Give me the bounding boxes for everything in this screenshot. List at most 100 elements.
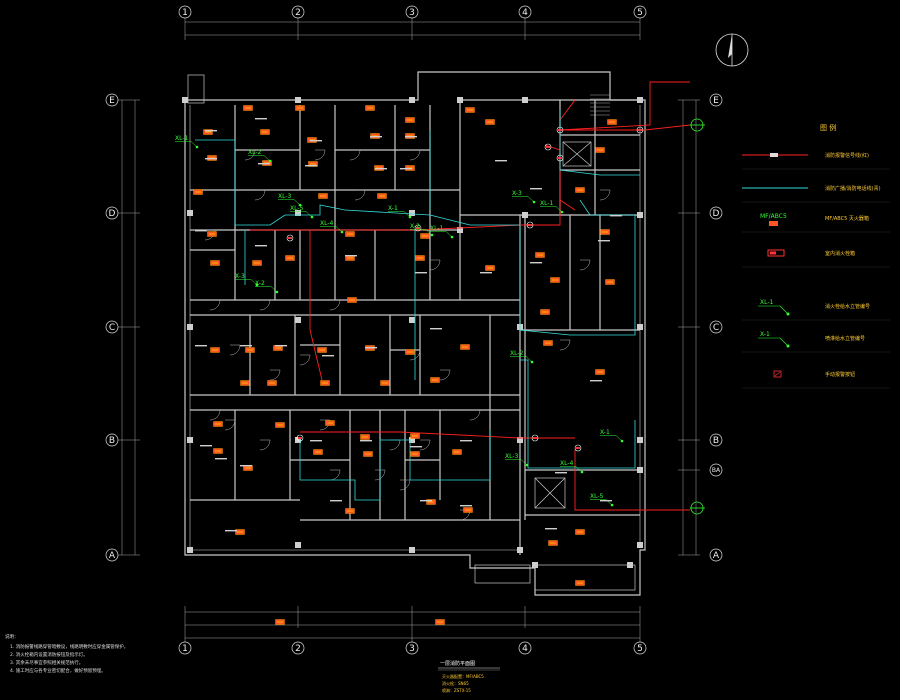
legend-symbol-text: X-1: [760, 331, 770, 338]
extinguisher-box-icon: [240, 380, 250, 386]
column-post: [637, 437, 643, 443]
grid-row-label: C: [713, 323, 719, 333]
extinguisher-box-icon: [365, 105, 375, 111]
grid-row-label: B: [713, 436, 719, 446]
legend-title: 图 例: [820, 123, 836, 132]
extinguisher-box-icon: [575, 529, 585, 535]
column-post: [409, 317, 415, 323]
grid-bubble-col-4: 4: [518, 5, 532, 19]
extinguisher-box-icon: [543, 340, 553, 346]
room-label-mark: [305, 165, 317, 167]
column-post: [295, 542, 301, 548]
room-label-mark: [310, 440, 322, 442]
grid-col-label: 5: [637, 8, 643, 18]
door-swing: [374, 469, 386, 481]
room-label-mark: [480, 272, 492, 274]
extinguisher-box-icon: [605, 279, 615, 285]
door-swing: [349, 149, 361, 161]
door-swing: [319, 419, 331, 431]
column-post: [522, 212, 528, 218]
svg-text:X-1: X-1: [600, 429, 610, 436]
extinguisher-box-icon: [452, 449, 462, 455]
external-riser-symbols: [690, 118, 705, 515]
room-label-mark: [415, 272, 427, 274]
grid-bubble-row-D: D: [709, 206, 723, 220]
room-label-mark: [225, 530, 237, 532]
door-swing: [299, 354, 311, 366]
door-swing: [254, 189, 266, 201]
extinguisher-box-icon: [260, 129, 270, 135]
column-post: [517, 547, 523, 553]
column-post: [295, 210, 301, 216]
north-arrow-icon: [715, 33, 749, 67]
extinguisher-box-icon: [548, 540, 558, 546]
svg-text:X-3: X-3: [512, 190, 522, 197]
grid-col-label: 1: [182, 8, 188, 18]
column-post: [295, 437, 301, 443]
column-post: [187, 324, 193, 330]
notes-line-2: 2. 消火栓箱内设置消防按钮及指示灯。: [10, 651, 88, 658]
grid-row-label: A: [109, 551, 116, 561]
extinguisher-box-icon: [435, 619, 445, 625]
room-label-mark: [195, 230, 207, 232]
extinguisher-box-icon: [193, 189, 203, 195]
riser-label: XL-5: [290, 205, 314, 219]
grid-bubble-row-C: C: [709, 320, 723, 334]
door-swing: [469, 409, 481, 421]
room-label-mark: [258, 163, 270, 165]
svg-text:XL-2: XL-2: [510, 350, 524, 357]
room-label-mark: [460, 440, 472, 442]
column-post: [517, 437, 523, 443]
extinguisher-box-icon: [535, 252, 545, 258]
right-dimension-lines: [678, 99, 700, 556]
extinguisher-box-icon: [347, 297, 357, 303]
legend-row-alarm: 手动报警按钮: [742, 370, 890, 389]
room-label-mark: [555, 472, 567, 474]
grid-row-label: D: [713, 209, 720, 219]
extinguisher-box-icon: [485, 265, 495, 271]
legend-label: 消火栓给水立管编号: [825, 303, 870, 310]
door-swing: [329, 469, 341, 481]
room-label-mark: [195, 345, 207, 347]
legend-row-cyan-line: 消防广播/消防电话线(青): [742, 185, 890, 203]
hydrant-markers: [286, 126, 644, 452]
grid-row-label: B: [109, 436, 115, 446]
svg-text:X-3: X-3: [235, 273, 245, 280]
room-label-mark: [205, 130, 217, 132]
top-dimension-lines: [184, 18, 641, 40]
room-label-mark: [495, 160, 507, 162]
grid-bubble-col-5: 5: [633, 5, 647, 19]
grid-col-label: 1: [182, 644, 188, 654]
grid-bubble-row-B: B: [709, 433, 723, 447]
extinguisher-box-icon: [430, 377, 440, 383]
grid-row-label: BA: [712, 467, 721, 474]
column-post: [295, 97, 301, 103]
grid-bubble-col-3: 3: [405, 5, 419, 19]
legend-label: 室内消火栓箱: [825, 250, 855, 257]
column-post: [409, 547, 415, 553]
grid-col-label: 4: [522, 644, 528, 654]
extinguisher-box-icon: [405, 349, 415, 355]
grid-bubble-col-3: 3: [405, 641, 419, 655]
extinguisher-box-icon: [595, 147, 605, 153]
extinguisher-box-icon: [295, 105, 305, 111]
extinguisher-box-icon: [550, 277, 560, 283]
room-label-mark: [310, 140, 322, 142]
extinguisher-box-icon: [460, 344, 470, 350]
legend-label: MF/ABC5 灭火器箱: [825, 215, 869, 222]
legend-label: 消防广播/消防电话线(青): [825, 185, 881, 192]
grid-bubble-col-4: 4: [518, 641, 532, 655]
extinguisher-box-icon: [463, 507, 473, 513]
svg-text:XL-5: XL-5: [290, 205, 304, 212]
extinguisher-box-icon: [252, 260, 262, 266]
column-post: [637, 212, 643, 218]
column-post: [637, 324, 643, 330]
extinguisher-box-icon: [595, 369, 605, 375]
room-label-mark: [200, 445, 212, 447]
door-swing: [244, 149, 256, 161]
legend-row-red-line: 消防报警信号线(红): [742, 152, 890, 170]
